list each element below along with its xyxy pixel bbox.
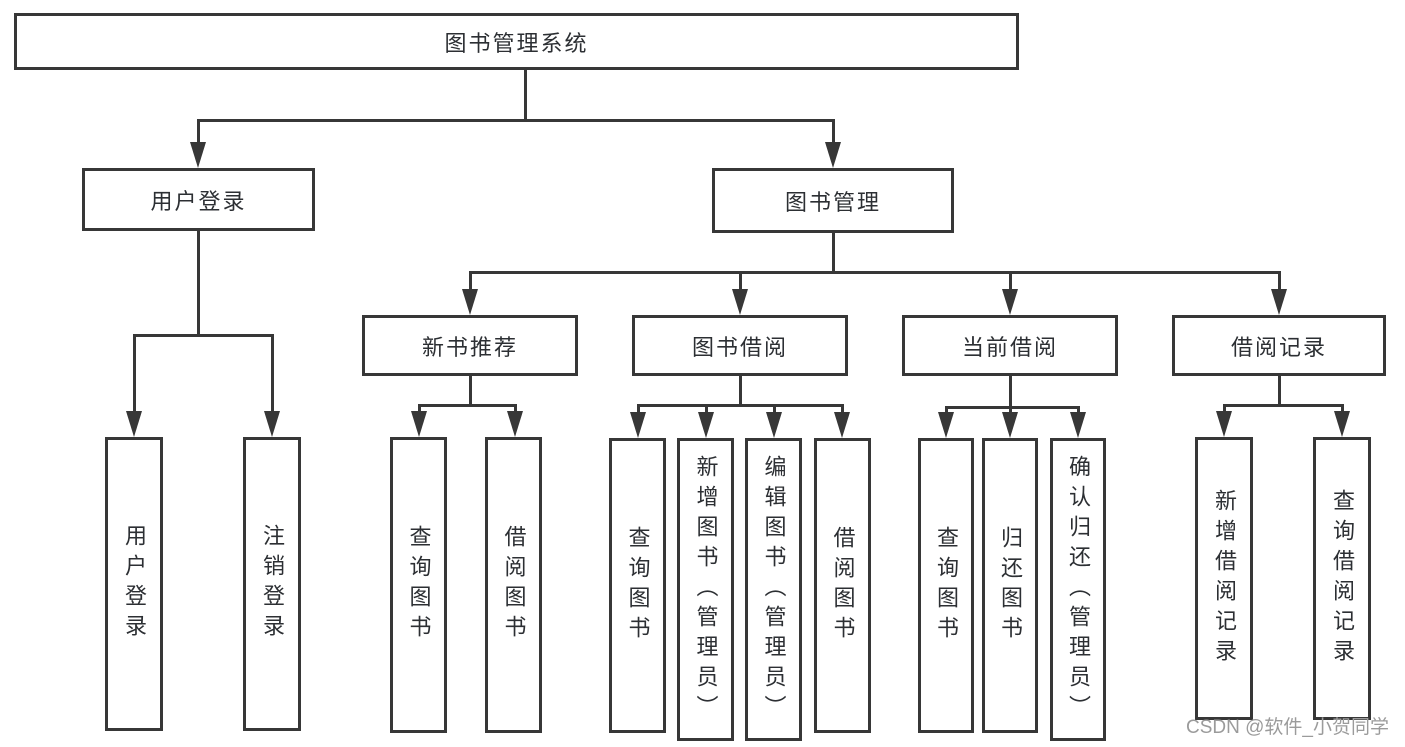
leaf-query-books-recommend: 查询图书 xyxy=(390,437,447,733)
arrowhead-down-icon xyxy=(264,411,280,437)
connector-current-2 xyxy=(1009,406,1012,414)
connector-borrow-3 xyxy=(773,404,776,414)
arrowhead-down-icon xyxy=(190,142,206,168)
connector-userlogin-b xyxy=(271,334,274,411)
leaf-query-books-current: 查询图书 xyxy=(918,438,974,733)
connector-userlogin-stem xyxy=(197,231,200,336)
connector-newbook-rail xyxy=(418,404,517,407)
connector-borrow-1 xyxy=(637,404,640,414)
leaf-edit-books-admin: 编辑图书（管理员） xyxy=(745,438,802,741)
node-current-borrowing: 当前借阅 xyxy=(902,315,1118,376)
arrowhead-down-icon xyxy=(1002,289,1018,315)
leaf-user-login: 用户登录 xyxy=(105,437,163,731)
arrowhead-down-icon xyxy=(825,142,841,168)
node-user-login: 用户登录 xyxy=(82,168,315,231)
node-library-system: 图书管理系统 xyxy=(14,13,1019,70)
leaf-confirm-return-admin: 确认归还（管理员） xyxy=(1050,438,1106,741)
connector-bookmgmt-2 xyxy=(739,271,742,291)
connector-bookmgmt-stem xyxy=(832,233,835,273)
connector-root-left xyxy=(197,119,200,144)
leaf-add-books-admin: 新增图书（管理员） xyxy=(677,438,734,741)
connector-current-stem xyxy=(1009,376,1012,408)
arrowhead-down-icon xyxy=(462,289,478,315)
connector-bookmgmt-3 xyxy=(1009,271,1012,291)
connector-current-3 xyxy=(1077,406,1080,414)
arrowhead-down-icon xyxy=(507,411,523,437)
connector-bookmgmt-4 xyxy=(1278,271,1281,291)
arrowhead-down-icon xyxy=(1271,289,1287,315)
node-book-management: 图书管理 xyxy=(712,168,954,233)
connector-records-rail xyxy=(1223,404,1344,407)
connector-bookmgmt-rail xyxy=(469,271,1281,274)
connector-bookmgmt-1 xyxy=(469,271,472,291)
connector-root-right xyxy=(832,119,835,144)
leaf-borrow-books-recommend: 借阅图书 xyxy=(485,437,542,733)
connector-borrow-rail xyxy=(637,404,844,407)
arrowhead-down-icon xyxy=(1334,411,1350,437)
arrowhead-down-icon xyxy=(126,411,142,437)
connector-newbook-b xyxy=(514,404,517,413)
arrowhead-down-icon xyxy=(1002,412,1018,438)
node-new-book-recommend: 新书推荐 xyxy=(362,315,578,376)
node-borrowing-records: 借阅记录 xyxy=(1172,315,1386,376)
arrowhead-down-icon xyxy=(411,411,427,437)
connector-current-rail xyxy=(945,406,1080,409)
connector-newbook-a xyxy=(418,404,421,413)
connector-records-a xyxy=(1223,404,1226,413)
leaf-query-borrow-record: 查询借阅记录 xyxy=(1313,437,1371,720)
arrowhead-down-icon xyxy=(834,412,850,438)
leaf-logout: 注销登录 xyxy=(243,437,301,731)
connector-root-rail xyxy=(197,119,835,122)
arrowhead-down-icon xyxy=(1216,411,1232,437)
arrowhead-down-icon xyxy=(630,412,646,438)
arrowhead-down-icon xyxy=(698,412,714,438)
leaf-query-books-borrowing: 查询图书 xyxy=(609,438,666,733)
node-book-borrowing: 图书借阅 xyxy=(632,315,848,376)
leaf-add-borrow-record: 新增借阅记录 xyxy=(1195,437,1253,720)
connector-borrow-2 xyxy=(705,404,708,414)
connector-userlogin-rail xyxy=(133,334,274,337)
connector-records-b xyxy=(1341,404,1344,413)
connector-borrow-4 xyxy=(841,404,844,414)
connector-root-stem xyxy=(524,70,527,121)
arrowhead-down-icon xyxy=(766,412,782,438)
connector-userlogin-a xyxy=(133,334,136,411)
leaf-return-books: 归还图书 xyxy=(982,438,1038,733)
arrowhead-down-icon xyxy=(938,412,954,438)
leaf-borrow-books: 借阅图书 xyxy=(814,438,871,733)
watermark: CSDN @软件_小贺同学 xyxy=(1186,717,1389,738)
arrowhead-down-icon xyxy=(1070,412,1086,438)
connector-current-1 xyxy=(945,406,948,414)
connector-borrow-stem xyxy=(739,376,742,407)
connector-newbook-stem xyxy=(469,376,472,407)
arrowhead-down-icon xyxy=(732,289,748,315)
connector-records-stem xyxy=(1278,376,1281,406)
